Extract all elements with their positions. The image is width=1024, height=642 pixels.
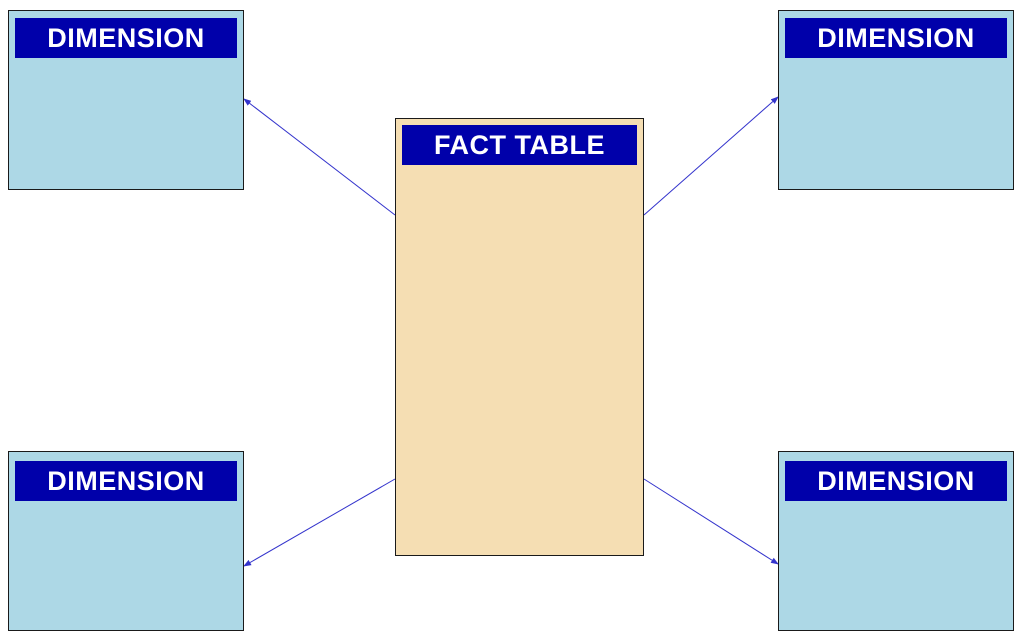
dimension-box-top-left: DIMENSION [8,10,244,190]
dimension-box-bottom-left: DIMENSION [8,451,244,631]
dimension-title: DIMENSION [15,461,237,501]
dimension-title: DIMENSION [785,461,1007,501]
dimension-box-top-right: DIMENSION [778,10,1014,190]
fact-table-title: FACT TABLE [402,125,637,165]
connector-top-right [643,96,779,216]
dimension-box-bottom-right: DIMENSION [778,451,1014,631]
fact-table-box: FACT TABLE [395,118,644,556]
dimension-title: DIMENSION [785,18,1007,58]
connector-bottom-right [643,478,779,565]
dimension-title: DIMENSION [15,18,237,58]
connector-top-left [243,98,396,216]
connector-bottom-left [243,478,396,567]
